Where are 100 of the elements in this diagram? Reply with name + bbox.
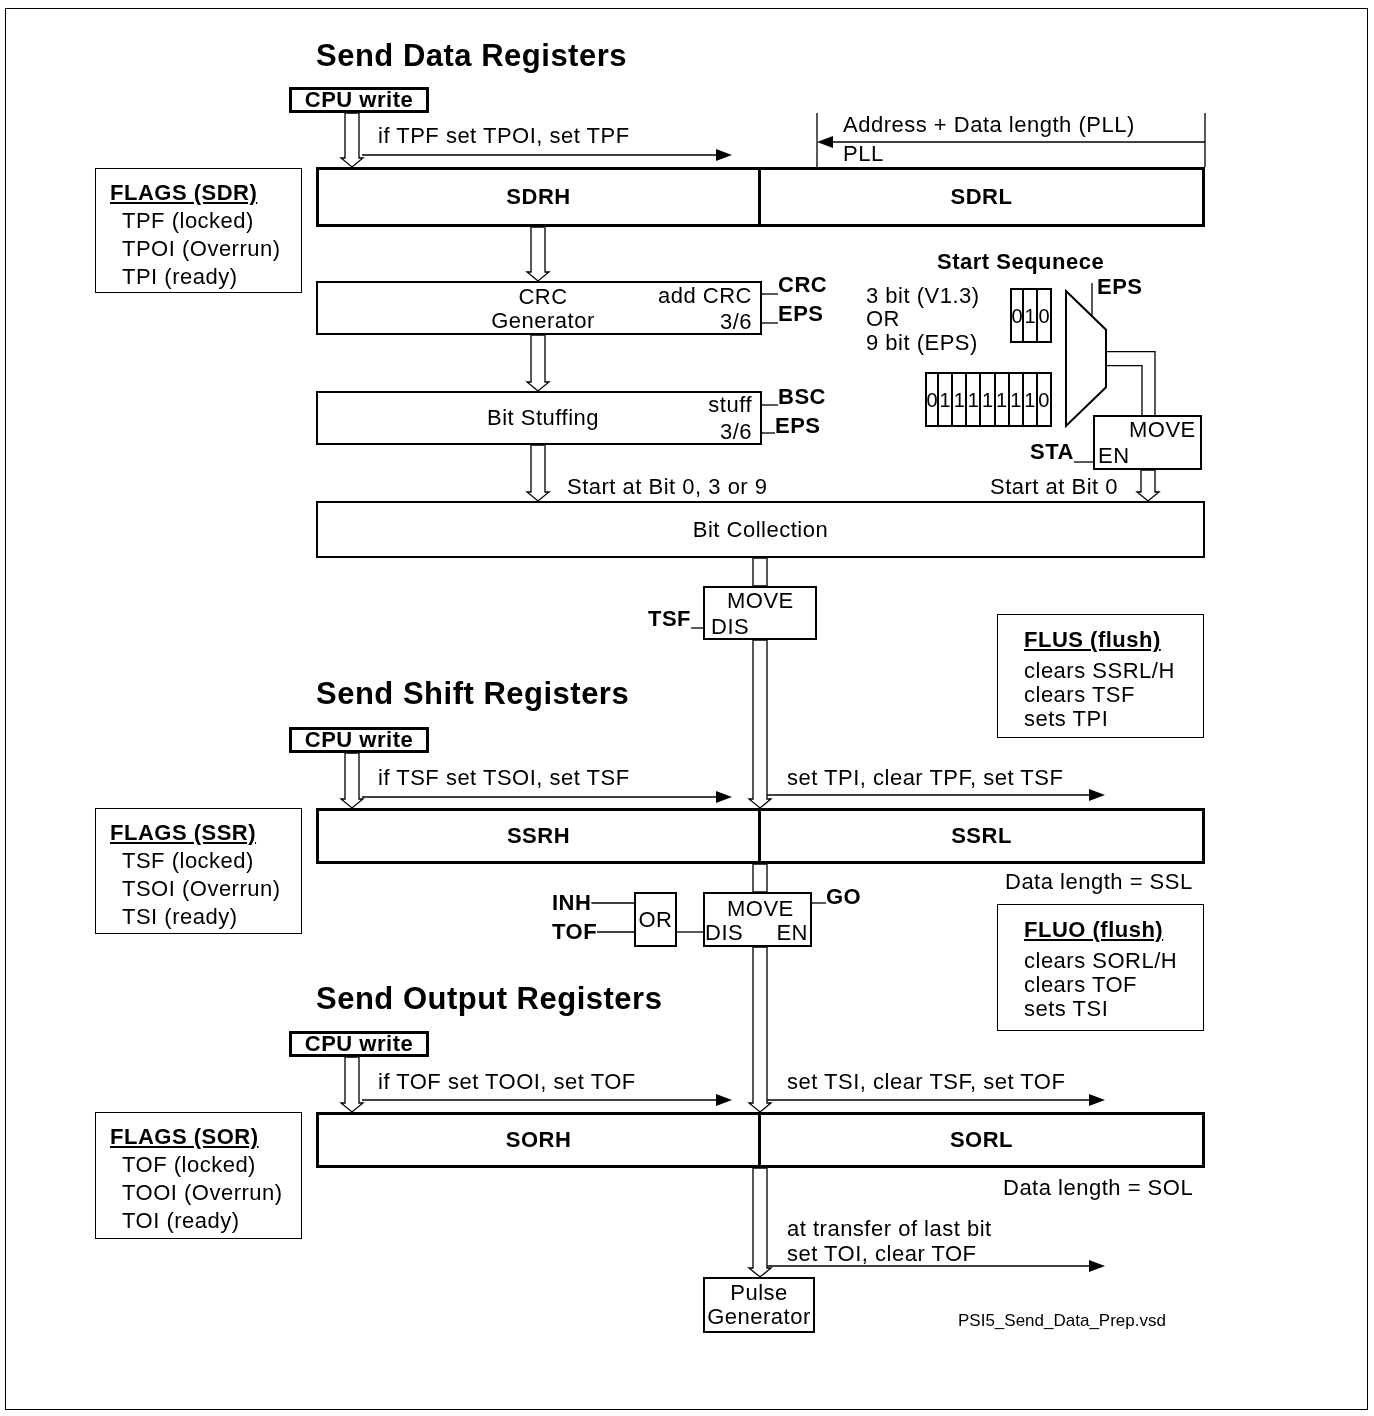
annotation-text: if TPF set TPOI, set TPF: [378, 124, 630, 148]
signal-line: [761, 404, 779, 406]
data-flow-arrow: [747, 639, 773, 809]
signal-line: [676, 931, 704, 933]
flag-item: TPF (locked): [122, 209, 254, 233]
register-box: SDRL: [758, 167, 1205, 227]
annotation-text: Data length = SOL: [1003, 1176, 1194, 1200]
data-flow-arrow: [339, 752, 365, 809]
annotation-text: Start at Bit 0: [990, 475, 1119, 499]
group-heading: Start Sequnece: [937, 250, 1105, 274]
annotation-text: set TSI, clear TSF, set TOF: [787, 1070, 1066, 1094]
or-gate: OR: [634, 892, 677, 947]
flag-item: TPOI (Overrun): [122, 237, 281, 261]
section-heading: Send Shift Registers: [316, 676, 630, 712]
annotation-text: Start at Bit 0, 3 or 9: [567, 475, 768, 499]
signal-line: [761, 322, 779, 324]
annotation-text: Address + Data length (PLL): [843, 113, 1135, 137]
signal-label: BSC: [778, 385, 826, 409]
flag-item: TOI (ready): [122, 1209, 240, 1233]
annotation-text: 9 bit (EPS): [866, 331, 978, 355]
move-block: [1093, 415, 1202, 470]
signal-label: STA: [1030, 440, 1074, 464]
annotation-text: at transfer of last bit set TOI, clear TOF: [787, 1216, 993, 1266]
trigger-box: CPU write: [289, 1031, 429, 1057]
process-box: [316, 281, 762, 335]
port-label: DIS: [711, 615, 750, 639]
file-name: PSI5_Send_Data_Prep.vsd: [958, 1310, 1166, 1332]
flags-panel: [95, 168, 302, 293]
box-title: Bit Stuffing: [486, 406, 600, 430]
flag-item: TPI (ready): [122, 265, 238, 289]
register-box: SORL: [758, 1112, 1205, 1168]
bit-cell: 1: [1024, 288, 1038, 343]
process-box: Pulse Generator: [703, 1277, 815, 1333]
port-label: EN: [776, 921, 808, 945]
bit-cell: 1: [981, 372, 996, 427]
box-title: CRC Generator: [490, 285, 596, 333]
bit-register: [925, 372, 1052, 427]
annotation-text: if TOF set TOOI, set TOF: [378, 1070, 636, 1094]
panel-heading: FLAGS (SOR): [110, 1125, 259, 1149]
data-flow-arrow: [525, 444, 551, 502]
bit-cell: 0: [1010, 288, 1024, 343]
annotation-text: PLL: [843, 142, 884, 166]
section-heading: Send Data Registers: [316, 38, 627, 74]
data-flow-arrow: [747, 946, 773, 1113]
annotation-text: if TSF set TSOI, set TSF: [378, 766, 630, 790]
signal-line: [761, 293, 779, 295]
port-label: EN: [1098, 444, 1130, 468]
annotation-text: 3 bit (V1.3): [866, 284, 980, 308]
flags-panel: [95, 808, 302, 934]
flags-panel: [95, 1112, 302, 1239]
panel-item: sets TPI: [1024, 707, 1109, 731]
panel-heading: FLUO (flush): [1024, 918, 1164, 942]
annotation-text: Data length = SSL: [1005, 870, 1193, 894]
register-box: SSRL: [758, 808, 1205, 864]
signal-line: [761, 432, 776, 434]
data-flow-arrow: [1135, 469, 1161, 502]
panel-item: clears TSF: [1024, 683, 1135, 707]
data-flow-arrow: [339, 1056, 365, 1113]
signal-label: EPS: [1097, 275, 1143, 299]
signal-line: [811, 902, 827, 904]
port-label: 3/6: [719, 310, 752, 334]
panel-heading: FLAGS (SSR): [110, 821, 257, 845]
signal-label: GO: [826, 885, 862, 909]
block-title: MOVE: [727, 897, 794, 921]
signal-line: [1091, 282, 1093, 317]
trigger-box: CPU write: [289, 727, 429, 753]
register-box: SDRH: [316, 167, 761, 227]
signal-line: [1106, 351, 1156, 416]
flush-panel: [997, 904, 1204, 1031]
panel-item: sets TSI: [1024, 997, 1109, 1021]
bit-cell: 0: [1038, 288, 1052, 343]
data-flow-arrow: [525, 226, 551, 282]
port-label: add CRC: [658, 284, 752, 308]
data-path-line: [752, 863, 768, 893]
flag-item: TSF (locked): [122, 849, 254, 873]
trigger-box: CPU write: [289, 87, 429, 113]
register-box: SSRH: [316, 808, 761, 864]
signal-label: TSF: [648, 607, 692, 631]
signal-label: TOF: [552, 920, 598, 944]
data-flow-arrow: [525, 334, 551, 392]
bit-cell: 1: [967, 372, 982, 427]
port-label: stuff: [708, 393, 752, 417]
flush-panel: [997, 614, 1204, 738]
signal-line: [690, 627, 704, 629]
flag-item: TOF (locked): [122, 1153, 256, 1177]
bit-cell: 0: [925, 372, 940, 427]
register-box: SORH: [316, 1112, 761, 1168]
signal-label: CRC: [778, 273, 828, 297]
signal-label: INH: [552, 891, 592, 915]
bit-cell: 1: [939, 372, 954, 427]
block-title: MOVE: [727, 589, 794, 613]
signal-line: [590, 902, 635, 904]
process-box: Bit Collection: [316, 501, 1205, 558]
move-block: [703, 586, 817, 640]
annotation-text: OR: [866, 307, 900, 331]
flag-item: TOOI (Overrun): [122, 1181, 283, 1205]
signal-line: [596, 931, 635, 933]
move-block: [703, 892, 812, 947]
flag-item: TSI (ready): [122, 905, 238, 929]
section-heading: Send Output Registers: [316, 981, 663, 1017]
